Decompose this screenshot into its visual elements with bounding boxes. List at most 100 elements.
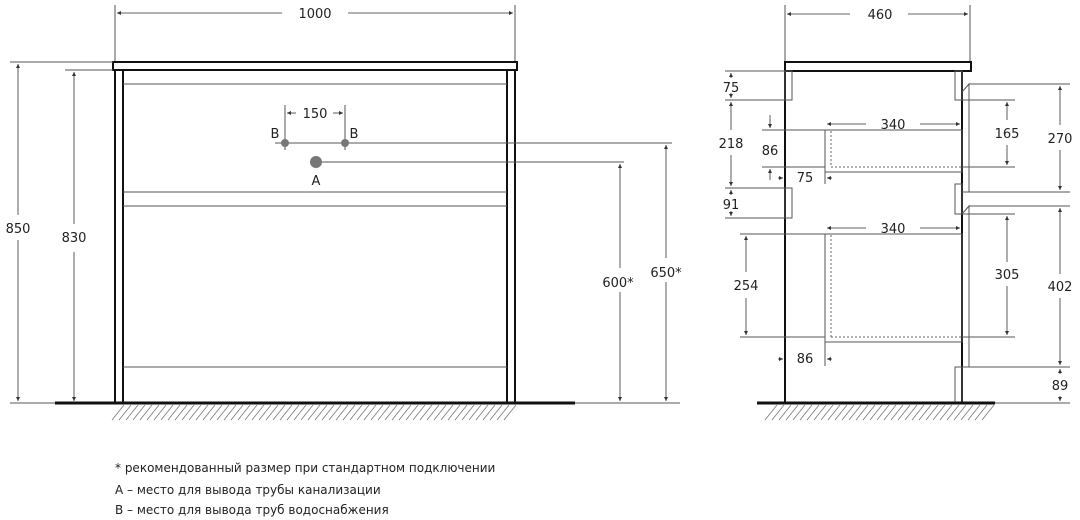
hatch-line bbox=[447, 404, 461, 421]
hatch-line bbox=[223, 404, 237, 421]
hatch-line bbox=[960, 404, 974, 421]
hatch-line bbox=[244, 404, 258, 421]
hatch-line bbox=[778, 404, 792, 421]
hatch-line bbox=[335, 404, 349, 421]
hatch-line bbox=[328, 404, 342, 421]
hatch-line bbox=[300, 404, 314, 421]
dim-drawer-bottom-setback: 86 bbox=[797, 352, 814, 367]
hatch-line bbox=[433, 404, 447, 421]
hatch-line bbox=[461, 404, 475, 421]
label-b-left: B bbox=[271, 127, 280, 142]
hatch-line bbox=[265, 404, 279, 421]
hatch-line bbox=[118, 404, 132, 421]
water-pipe-right bbox=[341, 139, 349, 147]
hatch-line bbox=[883, 404, 897, 421]
dim-drawer-top-setback: 75 bbox=[797, 171, 814, 186]
hatch-line bbox=[897, 404, 911, 421]
hatch-line bbox=[496, 404, 510, 421]
hatch-line bbox=[974, 404, 988, 421]
hatch-line bbox=[230, 404, 244, 421]
hatch-line bbox=[307, 404, 321, 421]
hatch-line bbox=[799, 404, 813, 421]
dim-rail-top: 75 bbox=[723, 81, 740, 96]
hatch-line bbox=[468, 404, 482, 421]
side-view: 460 340 340 75 218 bbox=[719, 5, 1073, 421]
hatch-line bbox=[792, 404, 806, 421]
hatch-line bbox=[195, 404, 209, 421]
dim-pipe-spacing: 150 bbox=[303, 107, 328, 122]
drawer-top bbox=[824, 129, 963, 173]
hatch-line bbox=[216, 404, 230, 421]
dim-inner-bottom: 305 bbox=[995, 268, 1020, 283]
hatch-line bbox=[349, 404, 363, 421]
hatch-line bbox=[454, 404, 468, 421]
hatch-line bbox=[293, 404, 307, 421]
hatch-line bbox=[862, 404, 876, 421]
hatch-line bbox=[370, 404, 384, 421]
hatch-line bbox=[426, 404, 440, 421]
drawer-bottom bbox=[824, 233, 963, 343]
left-leg bbox=[114, 69, 124, 404]
dim-drawer-offset: 86 bbox=[762, 144, 779, 159]
hatch-line bbox=[146, 404, 160, 421]
hatch-line bbox=[953, 404, 967, 421]
hatch-line bbox=[827, 404, 841, 421]
right-leg bbox=[506, 69, 516, 404]
hatch-line bbox=[806, 404, 820, 421]
hatch-line bbox=[482, 404, 496, 421]
hatch-line bbox=[785, 404, 799, 421]
dim-width: 1000 bbox=[298, 7, 331, 22]
hatch-line bbox=[904, 404, 918, 421]
hatch-line bbox=[181, 404, 195, 421]
hatch-line bbox=[475, 404, 489, 421]
hatch-line bbox=[419, 404, 433, 421]
hatch-line bbox=[202, 404, 216, 421]
dim-depth: 460 bbox=[868, 8, 893, 23]
hatch-line bbox=[384, 404, 398, 421]
dim-plinth: 89 bbox=[1052, 379, 1069, 394]
label-a: A bbox=[312, 174, 321, 189]
hatch-line bbox=[834, 404, 848, 421]
hatch-line bbox=[342, 404, 356, 421]
dim-front-gap: 218 bbox=[719, 137, 744, 152]
hatch-line bbox=[911, 404, 925, 421]
hatch-line bbox=[890, 404, 904, 421]
dim-back-bottom: 402 bbox=[1048, 280, 1073, 295]
hatch-line bbox=[188, 404, 202, 421]
hatch-line bbox=[981, 404, 995, 421]
hatch-line bbox=[848, 404, 862, 421]
hatch-line bbox=[321, 404, 335, 421]
dim-drawer-bottom-height: 254 bbox=[734, 279, 759, 294]
hatch-line bbox=[412, 404, 426, 421]
hatch-line bbox=[160, 404, 174, 421]
hatch-line bbox=[153, 404, 167, 421]
hatch-line bbox=[125, 404, 139, 421]
hatch-line bbox=[939, 404, 953, 421]
front-view: 1000 850 830 150 B B A bbox=[6, 5, 682, 421]
hatch-line bbox=[489, 404, 503, 421]
dim-height-total: 850 bbox=[6, 222, 31, 237]
hatch-line bbox=[132, 404, 146, 421]
hatch-line bbox=[405, 404, 419, 421]
hatch-line bbox=[167, 404, 181, 421]
hatch-line bbox=[771, 404, 785, 421]
hatch-line bbox=[314, 404, 328, 421]
hatch-line bbox=[813, 404, 827, 421]
hatch-line bbox=[841, 404, 855, 421]
hatch-line bbox=[764, 404, 778, 421]
hatch-line bbox=[869, 404, 883, 421]
countertop bbox=[112, 61, 518, 71]
hatch-line bbox=[139, 404, 153, 421]
side-countertop bbox=[784, 61, 972, 72]
hatch-line bbox=[251, 404, 265, 421]
hatch-line bbox=[363, 404, 377, 421]
hatch-line bbox=[932, 404, 946, 421]
hatch-line bbox=[237, 404, 251, 421]
hatch-line bbox=[440, 404, 454, 421]
drain-pipe bbox=[310, 156, 322, 168]
dim-drain-height: 600* bbox=[602, 276, 634, 291]
dim-water-height: 650* bbox=[650, 266, 682, 281]
hatch-line bbox=[111, 404, 125, 421]
hatch-line bbox=[820, 404, 834, 421]
hatch-line bbox=[967, 404, 981, 421]
